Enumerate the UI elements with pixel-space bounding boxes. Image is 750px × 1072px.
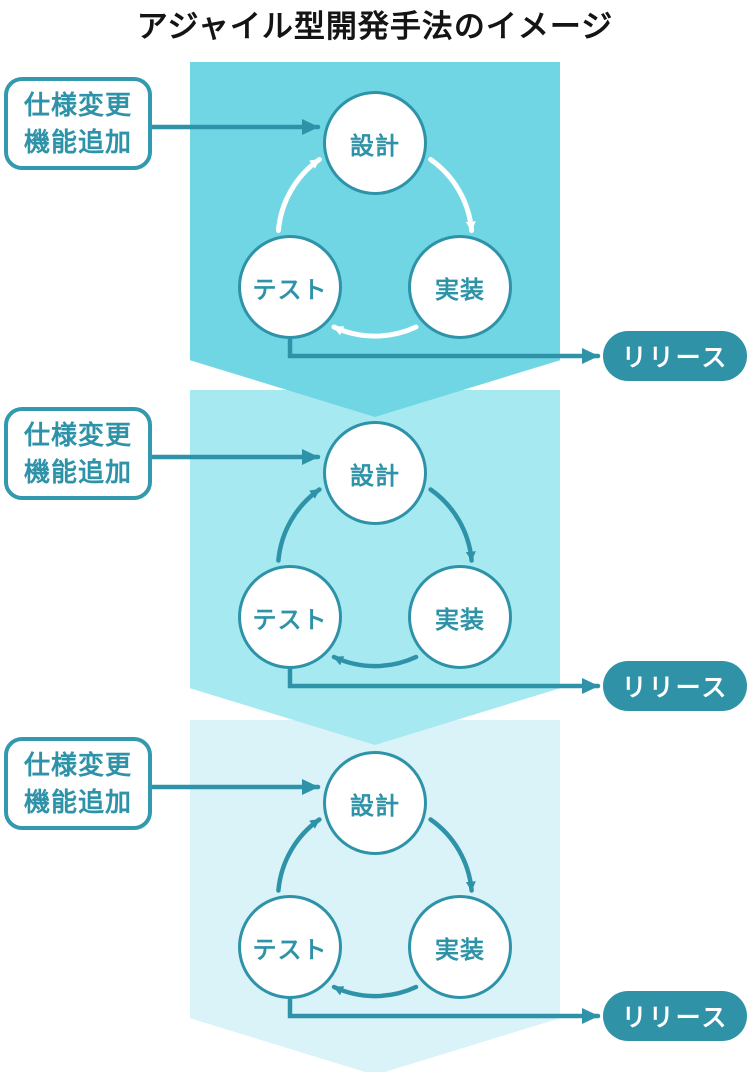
release-pill: リリース bbox=[603, 661, 747, 711]
implement-node: 実装 bbox=[408, 895, 512, 999]
implement-node: 実装 bbox=[408, 235, 512, 339]
change-request-box: 仕様変更 機能追加 bbox=[4, 407, 152, 500]
change-box-line2: 機能追加 bbox=[23, 456, 132, 487]
design-node: 設計 bbox=[323, 91, 427, 195]
implement-node: 実装 bbox=[408, 565, 512, 669]
change-box-line2: 機能追加 bbox=[23, 126, 132, 157]
arc-implement-to-test bbox=[331, 984, 419, 999]
design-node: 設計 bbox=[323, 421, 427, 525]
arc-test-to-design bbox=[276, 817, 322, 893]
release-pill: リリース bbox=[603, 331, 747, 381]
arc-design-to-implement bbox=[428, 817, 476, 893]
test-node: テスト bbox=[238, 235, 342, 339]
test-node: テスト bbox=[238, 565, 342, 669]
change-box-line1: 仕様変更 bbox=[23, 419, 132, 450]
page-title: アジャイル型開発手法のイメージ bbox=[136, 9, 614, 44]
change-request-box: 仕様変更 機能追加 bbox=[4, 77, 152, 170]
change-request-box: 仕様変更 機能追加 bbox=[4, 737, 152, 830]
test-node: テスト bbox=[238, 895, 342, 999]
change-box-line2: 機能追加 bbox=[23, 786, 132, 817]
change-box-line1: 仕様変更 bbox=[23, 749, 132, 780]
change-box-line1: 仕様変更 bbox=[23, 89, 132, 120]
design-node: 設計 bbox=[323, 751, 427, 855]
release-pill: リリース bbox=[603, 991, 747, 1041]
